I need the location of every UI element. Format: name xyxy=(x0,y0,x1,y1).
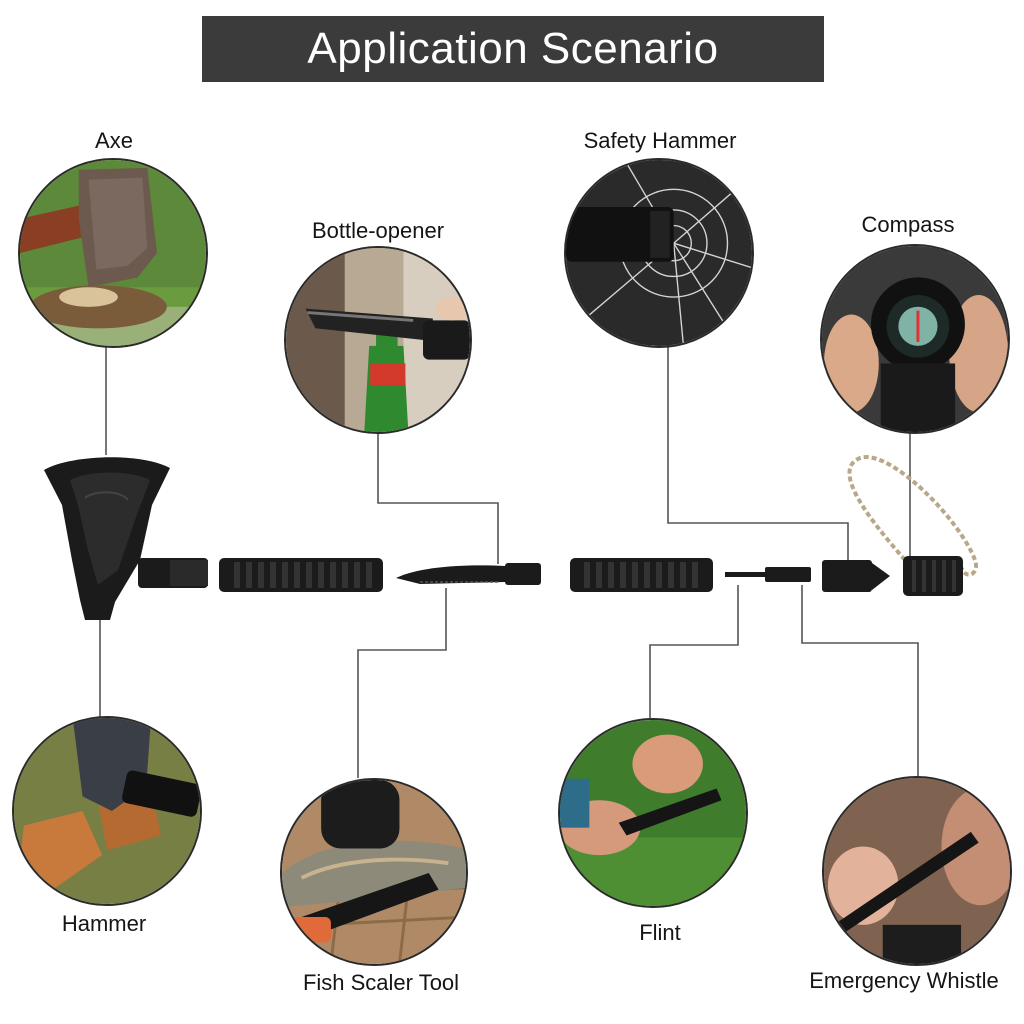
page-title-banner: Application Scenario xyxy=(202,16,824,82)
scene-axe-chopping xyxy=(18,158,208,348)
flint-rod-icon xyxy=(725,567,811,582)
label-safety-hammer: Safety Hammer xyxy=(583,128,737,153)
scene-compass xyxy=(820,244,1010,434)
label-flint: Flint xyxy=(639,920,681,945)
scene-bottle-opener xyxy=(284,246,472,434)
label-fish-scaler: Fish Scaler Tool xyxy=(302,970,460,995)
hammer-tip-icon xyxy=(822,560,890,592)
label-hammer: Hammer xyxy=(61,911,147,936)
page-title: Application Scenario xyxy=(307,24,719,73)
label-axe: Axe xyxy=(95,128,133,153)
handle-icon xyxy=(219,558,383,592)
label-compass: Compass xyxy=(861,212,955,237)
scene-emergency-whistle xyxy=(822,776,1012,966)
knife-icon xyxy=(396,563,541,585)
scene-hammer xyxy=(12,716,202,906)
compass-cap-icon xyxy=(847,455,978,596)
label-emergency-whistle: Emergency Whistle xyxy=(809,968,999,993)
label-bottle-opener: Bottle-opener xyxy=(311,218,445,243)
scene-safety-hammer xyxy=(564,158,754,348)
handle-icon xyxy=(570,558,713,592)
axe-head-icon xyxy=(44,457,208,620)
